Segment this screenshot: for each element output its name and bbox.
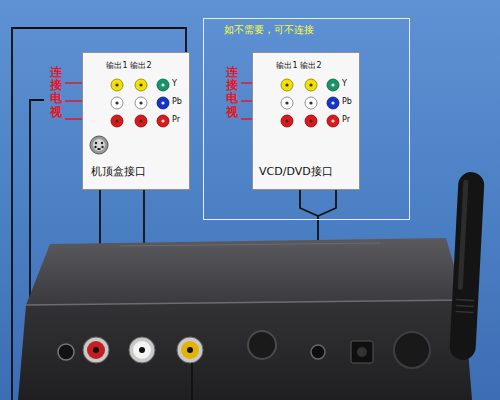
wire	[300, 190, 318, 216]
leader-line	[65, 118, 82, 119]
antenna-body	[449, 171, 485, 360]
panel-title: 机顶盒接口	[91, 165, 146, 178]
rca-yellow	[181, 341, 199, 359]
port-label: Y	[342, 79, 347, 89]
leader-line	[65, 100, 82, 101]
rca-jack	[177, 337, 203, 363]
power-jack	[351, 341, 373, 363]
wire	[191, 363, 193, 400]
wire	[318, 190, 336, 216]
port-label: Pr	[172, 115, 180, 125]
interface-panel: 输出1输出2Y PbPr 机顶盒接口	[82, 52, 190, 190]
rca-pin	[139, 347, 145, 353]
socket-art	[90, 136, 108, 154]
note-text: 如不需要，可不连接	[224, 24, 314, 36]
device-edge	[26, 300, 464, 305]
interface-panel: 输出1输出2Y PbPrVCD/DVD接口	[252, 52, 360, 190]
port-label: Pb	[342, 97, 352, 107]
rca-jack	[83, 337, 109, 363]
port-label: 输出1	[106, 61, 127, 71]
leader-line	[65, 82, 82, 83]
antenna-base	[394, 332, 430, 368]
rca-jack	[129, 337, 155, 363]
rca-white	[133, 341, 151, 359]
rca-pin	[93, 347, 99, 353]
socket-art	[281, 79, 339, 127]
small-jack	[58, 344, 74, 360]
leader-line	[241, 118, 252, 119]
rca-red	[87, 341, 105, 359]
device-top	[26, 238, 464, 305]
port-label: Pr	[342, 115, 350, 125]
antenna-highlight	[458, 180, 469, 290]
device-front	[18, 300, 472, 400]
port-label: 输出1	[276, 61, 297, 71]
antenna-ribs	[456, 299, 475, 312]
tv-connect-label: 连接电视	[50, 66, 62, 119]
device-seam	[120, 243, 380, 246]
socket-art	[111, 79, 169, 127]
port-label: 输出2	[300, 61, 321, 71]
round-port	[248, 331, 276, 359]
audio-jack	[311, 345, 325, 359]
tv-connect-label: 连接电视	[226, 66, 238, 119]
panel-title: VCD/DVD接口	[259, 165, 333, 178]
power-pin	[357, 347, 367, 357]
port-label: Pb	[172, 97, 182, 107]
optional-frame: 输出1输出2Y PbPrVCD/DVD接口 如不需要，可不连接	[203, 18, 410, 220]
port-label: 输出2	[130, 61, 151, 71]
leader-line	[241, 82, 252, 83]
rca-pin	[187, 347, 193, 353]
leader-line	[241, 100, 252, 101]
antenna	[449, 171, 485, 360]
port-label: Y	[172, 79, 177, 89]
